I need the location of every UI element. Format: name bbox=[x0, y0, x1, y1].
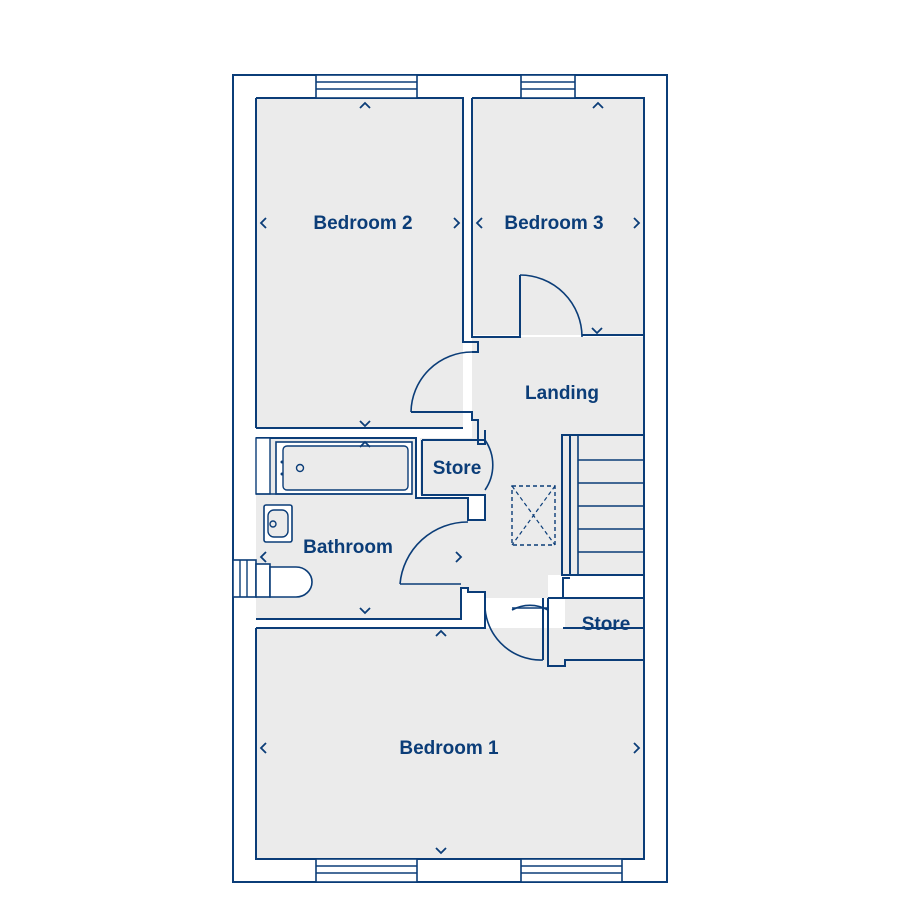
loft-hatch bbox=[511, 485, 556, 546]
chevron-right-icon bbox=[455, 551, 463, 563]
chevron-down-icon bbox=[435, 847, 447, 855]
floor-bedroom-2 bbox=[256, 98, 463, 428]
floor-landing bbox=[420, 337, 644, 598]
floor-bedroom-1 bbox=[256, 628, 644, 859]
chevron-up-icon bbox=[592, 101, 604, 109]
chevron-left-icon bbox=[259, 217, 267, 229]
chevron-down-icon bbox=[359, 607, 371, 615]
chevron-down-icon bbox=[591, 327, 603, 335]
room-label-bedroom-3: Bedroom 3 bbox=[504, 213, 603, 234]
dimension-markers bbox=[259, 101, 641, 855]
chevron-up-icon bbox=[359, 440, 371, 448]
room-labels: Bedroom 2 Bedroom 3 Landing Store Bathro… bbox=[303, 213, 630, 759]
floor-stairs bbox=[570, 435, 644, 575]
windows bbox=[232, 74, 623, 883]
chevron-left-icon bbox=[259, 742, 267, 754]
toilet bbox=[255, 563, 313, 598]
room-label-landing: Landing bbox=[525, 383, 599, 404]
staircase bbox=[577, 434, 645, 576]
floor-bedroom-3 bbox=[472, 98, 644, 335]
floor-store-upper bbox=[424, 438, 481, 493]
chevron-up-icon bbox=[359, 101, 371, 109]
room-label-bedroom-1: Bedroom 1 bbox=[399, 738, 499, 759]
chevron-down-icon bbox=[359, 420, 371, 428]
chevron-right-icon bbox=[633, 742, 641, 754]
chevron-left-icon bbox=[259, 551, 267, 563]
room-label-store-lower: Store bbox=[582, 614, 631, 635]
washbasin bbox=[263, 504, 293, 543]
chevron-right-icon bbox=[633, 217, 641, 229]
room-label-store-upper: Store bbox=[433, 458, 482, 479]
room-label-bathroom: Bathroom bbox=[303, 537, 393, 558]
chevron-left-icon bbox=[475, 217, 483, 229]
chevron-right-icon bbox=[453, 217, 461, 229]
room-floors bbox=[256, 98, 644, 859]
room-label-bedroom-2: Bedroom 2 bbox=[313, 213, 412, 234]
bathtub bbox=[275, 441, 413, 495]
chevron-up-icon bbox=[435, 629, 447, 637]
doors bbox=[399, 274, 583, 661]
bathroom-fixtures bbox=[255, 437, 413, 598]
bath-panel bbox=[255, 437, 412, 495]
